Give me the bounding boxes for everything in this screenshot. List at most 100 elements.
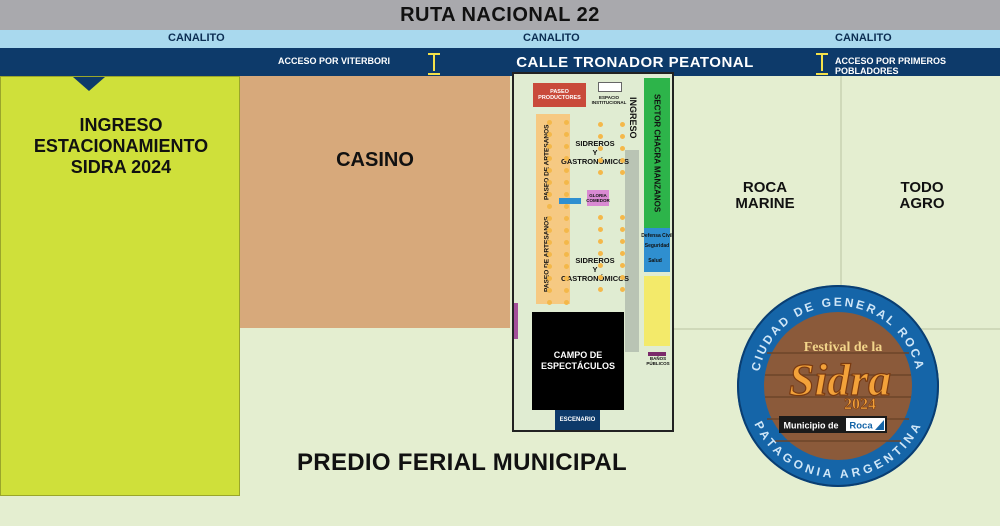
escenario[interactable]: ESCENARIO <box>555 410 600 430</box>
stall-marker <box>620 227 625 232</box>
stall-marker <box>620 239 625 244</box>
logo-municipio-text: Municipio de <box>784 421 839 431</box>
stall-marker <box>620 122 625 127</box>
institutional-box-icon <box>598 82 622 92</box>
stall-marker <box>598 215 603 220</box>
predio-ferial-label: PREDIO FERIAL MUNICIPAL <box>297 449 628 476</box>
espacio-institucional[interactable]: ESPACIO INSTITUCIONAL <box>591 95 627 105</box>
logo-year-text: 2024 <box>844 396 876 413</box>
side-stall <box>514 303 518 339</box>
stall-marker <box>547 240 552 245</box>
stall-marker <box>620 170 625 175</box>
stall-marker <box>598 275 603 280</box>
stall-marker <box>547 216 552 221</box>
stall-marker <box>598 227 603 232</box>
access-gate-right-icon <box>816 50 828 75</box>
plot-divider <box>840 76 842 328</box>
stall-marker <box>564 120 569 125</box>
stall-marker <box>547 156 552 161</box>
walkway <box>625 150 639 352</box>
stall-marker <box>598 122 603 127</box>
ingreso-label: INGRESO <box>628 97 638 139</box>
yellow-zone <box>644 276 670 346</box>
parking-area[interactable]: INGRESO ESTACIONAMIENTO SIDRA 2024 <box>0 76 240 496</box>
stall-marker <box>547 120 552 125</box>
stall-marker <box>598 239 603 244</box>
stall-marker <box>598 146 603 151</box>
stall-marker <box>598 251 603 256</box>
stall-marker <box>598 170 603 175</box>
seguridad-label: Seguridad <box>644 243 670 249</box>
roca-flag-icon <box>875 420 884 430</box>
stall-marker <box>547 228 552 233</box>
stall-marker <box>620 215 625 220</box>
stall-marker <box>564 264 569 269</box>
stall-marker <box>564 168 569 173</box>
festival-sidra-logo: CIUDAD DE GENERAL ROCA PATAGONIA ARGENTI… <box>737 285 939 487</box>
stall-marker <box>620 263 625 268</box>
stall-marker <box>547 300 552 305</box>
acceso-pobladores-label: ACCESO POR PRIMEROS POBLADORES <box>835 56 947 76</box>
canalito-strip: CANALITO CANALITO CANALITO <box>0 30 1000 48</box>
stall-marker <box>620 287 625 292</box>
stall-marker <box>564 300 569 305</box>
canalito-label-3: CANALITO <box>835 32 892 44</box>
stall-marker <box>620 134 625 139</box>
stall-marker <box>598 263 603 268</box>
stall-marker <box>620 275 625 280</box>
defensa-civil-label: Defensa Civil <box>641 233 673 239</box>
stall-marker <box>564 228 569 233</box>
stall-marker <box>620 146 625 151</box>
stall-marker <box>547 168 552 173</box>
acceso-viterbori-label: ACCESO POR VITERBORI <box>278 56 391 66</box>
casino-label: CASINO <box>336 148 414 171</box>
stall-marker <box>564 252 569 257</box>
salud-label: Salud <box>648 258 662 264</box>
entrance-arrow-icon <box>73 77 105 91</box>
paseo-productores[interactable]: PASEO PRODUCTORES <box>533 83 586 107</box>
stall-marker <box>564 240 569 245</box>
stall-marker <box>547 288 552 293</box>
stall-marker <box>598 158 603 163</box>
calle-tronador-label: CALLE TRONADOR PEATONAL <box>516 53 754 71</box>
stall-marker <box>547 276 552 281</box>
stall-marker <box>598 287 603 292</box>
stall-marker <box>547 252 552 257</box>
stall-marker <box>620 158 625 163</box>
stall-marker <box>547 132 552 137</box>
canalito-label-1: CANALITO <box>168 32 225 44</box>
logo-festival-text: Festival de la <box>804 340 883 355</box>
calle-tronador: ACCESO POR VITERBORI CALLE TRONADOR PEAT… <box>0 48 1000 76</box>
stall-marker <box>547 144 552 149</box>
sector-chacra-manzanos[interactable]: SECTOR CHACRA MANZANOS <box>644 78 670 228</box>
stall-marker <box>564 132 569 137</box>
stall-marker <box>547 192 552 197</box>
stall-marker <box>564 180 569 185</box>
services-block <box>644 228 670 272</box>
parking-label: INGRESO ESTACIONAMIENTO SIDRA 2024 <box>33 115 209 177</box>
logo-roca-text: Roca <box>849 421 873 432</box>
logo-sidra-text: Sidra <box>789 354 891 405</box>
casino-area[interactable]: CASINO <box>240 76 510 328</box>
canalito-label-2: CANALITO <box>523 32 580 44</box>
stall-marker <box>564 192 569 197</box>
stall-marker <box>564 288 569 293</box>
banos-marker <box>648 352 666 356</box>
stall-marker <box>547 204 552 209</box>
ruta-nacional-22: RUTA NACIONAL 22 <box>0 0 1000 30</box>
stall-marker <box>598 134 603 139</box>
stall-marker <box>564 204 569 209</box>
stall-marker <box>620 251 625 256</box>
access-gate-left-icon <box>428 50 440 75</box>
stall-marker <box>564 144 569 149</box>
banos-label: BAÑOS PÚBLICOS <box>646 355 670 366</box>
stall-marker <box>547 180 552 185</box>
stall-marker <box>564 156 569 161</box>
stall-marker <box>547 264 552 269</box>
